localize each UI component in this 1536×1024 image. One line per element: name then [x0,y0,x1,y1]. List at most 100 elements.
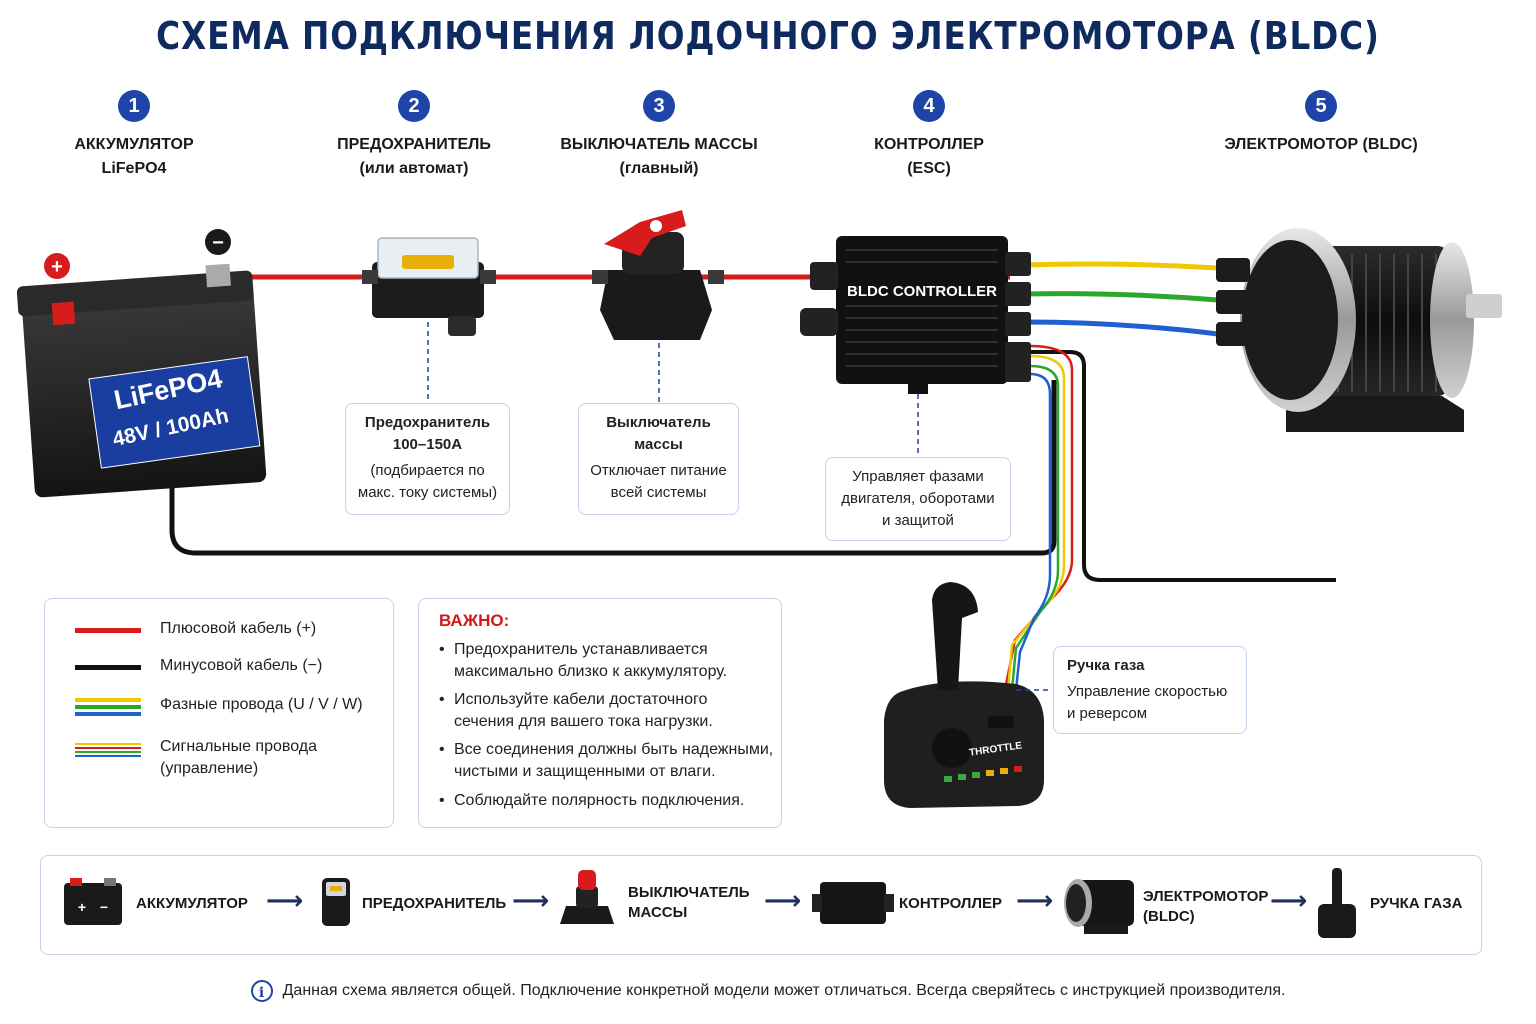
step-number: 2 [398,90,430,122]
note-fuse-desc1: (подбирается по [370,462,485,479]
legend-label-2: (управление) [160,760,259,777]
note-fuse-desc2: макс. току системы) [357,484,498,501]
flow-label-throttle: РУЧКА ГАЗА [1370,894,1462,914]
footer-text: Данная схема является общей. Подключение… [282,982,1286,1000]
important-bullet: • Предохранитель устанавливается максима… [439,639,779,683]
legend-label: Минусовой кабель (−) [160,657,323,674]
flow-label: ВЫКЛЮЧАТЕЛЬ [628,884,750,901]
flow-arrow-icon: ⟶ [266,886,304,916]
phase-wire-w [1024,319,1219,337]
minus-sign: − [100,899,108,915]
signal-wire-blue [1014,372,1052,691]
minus-cable [169,380,1057,556]
plus-sign: + [78,899,86,915]
plus-sign: + [51,256,63,278]
step-label: АККУМУЛЯТОР [74,136,194,153]
bullet-line: Все соединения должны быть надежными, [454,741,774,758]
flow-label: АККУМУЛЯТОР [136,895,248,912]
throttle-image: THROTTLE [884,582,1044,808]
note-fuse-title1: Предохранитель [364,414,491,431]
bullet-line: сечения для вашего тока нагрузки. [454,713,713,730]
step-number: 4 [913,90,945,122]
flow-label: КОНТРОЛЛЕР [899,895,1002,912]
controller-label: BLDC CONTROLLER [847,283,997,300]
step-number: 5 [1305,90,1337,122]
step-sublabel: (главный) [619,160,699,177]
leader-lines [427,322,1052,691]
note-switch-desc2: всей системы [610,484,707,501]
legend-swatch-phase-green [75,705,141,709]
step-label: ЭЛЕКТРОМОТОР (BLDC) [1224,136,1418,153]
legend-swatch-phase-blue [75,712,141,716]
flow-label: ПРЕДОХРАНИТЕЛЬ [362,895,507,912]
flow-arrow-icon: ⟶ [512,886,550,916]
flow-label-motor: ЭЛЕКТРОМОТОР (BLDC) [1143,887,1268,927]
note-throttle-title: Ручка газа [1067,657,1145,674]
battery-image: LiFePO4 48V / 100Ah [16,263,267,498]
phase-wire-u [1024,261,1219,271]
step-controller: 4 КОНТРОЛЛЕР (ESC) [809,90,1049,178]
step-label: ВЫКЛЮЧАТЕЛЬ МАССЫ [560,136,758,153]
legend-panel: Плюсовой кабель (+) Минусовой кабель (−)… [44,598,394,828]
flow-arrow-icon: ⟶ [1270,886,1308,916]
switch-small-icon [560,870,614,924]
note-controller-line3: и защитой [882,512,954,529]
note-switch-desc1: Отключает питание [590,462,727,479]
motor-image [1216,228,1502,432]
legend-swatch-signal-red [75,747,141,749]
step-sublabel: (или автомат) [359,160,469,177]
note-switch: Выключатель массы Отключает питание всей… [578,403,739,515]
flow-label: РУЧКА ГАЗА [1370,895,1463,912]
flow-label-2: (BLDC) [1143,908,1195,925]
bullet-line: Соблюдайте полярность подключения. [454,792,745,809]
legend-swatch-plus [75,628,141,633]
step-switch: 3 ВЫКЛЮЧАТЕЛЬ МАССЫ (главный) [539,90,779,178]
flow-label-battery: АККУМУЛЯТОР [136,894,248,914]
bullet-line: чистыми и защищенными от влаги. [454,763,716,780]
page-title: СХЕМА ПОДКЛЮЧЕНИЯ ЛОДОЧНОГО ЭЛЕКТРОМОТОР… [156,14,1380,58]
controller-small-icon [812,882,894,924]
legend-label: Плюсовой кабель (+) [160,620,317,637]
note-throttle-line2: и реверсом [1067,705,1148,722]
important-title: ВАЖНО: [439,611,510,630]
motor-small-icon [1064,879,1134,934]
flow-label: ЭЛЕКТРОМОТОР [1143,888,1269,905]
step-label: КОНТРОЛЛЕР [874,136,984,153]
legend-label: Фазные провода (U / V / W) [160,696,363,713]
legend-label: Сигнальные провода [160,738,317,755]
note-throttle: Ручка газа Управление скоростью и реверс… [1053,646,1247,734]
minus-cable-out [1030,350,1336,582]
important-bullet: • Все соединения должны быть надежными, … [439,739,779,783]
battery-switch-image [592,210,724,340]
signal-wire-green [1010,364,1060,691]
battery-small-icon: + − [64,878,122,925]
note-fuse-title2: 100–150А [392,436,463,453]
step-label: ПРЕДОХРАНИТЕЛЬ [337,136,491,153]
bullet-line: Используйте кабели достаточного [454,691,708,708]
flow-arrow-icon: ⟶ [1016,886,1054,916]
flow-label-controller: КОНТРОЛЛЕР [899,894,1002,914]
minus-sign: − [212,232,224,254]
fuse-small-icon [322,878,350,926]
step-battery: 1 АККУМУЛЯТОР LiFePO4 [14,90,254,178]
minus-terminal-icon [205,229,231,255]
legend-swatch-phase [75,698,141,702]
flow-bar [40,855,1482,955]
note-switch-title2: массы [634,436,683,453]
legend-swatch-signal-blue [75,755,141,757]
controller-image: BLDC CONTROLLER [800,236,1031,394]
important-panel: ВАЖНО: • Предохранитель устанавливается … [418,598,782,828]
legend-swatch-signal-green [75,751,141,753]
step-sublabel: LiFePO4 [101,160,167,177]
important-bullet: • Используйте кабели достаточного сечени… [439,689,779,733]
step-number: 3 [643,90,675,122]
info-icon: i [250,980,273,1002]
important-bullet: • Соблюдайте полярность подключения. [439,790,779,812]
legend-swatch-signal [75,743,141,745]
phase-wire-v [1024,291,1219,303]
throttle-small-icon [1318,868,1356,938]
footer-note: i Данная схема является общей. Подключени… [0,980,1536,1002]
